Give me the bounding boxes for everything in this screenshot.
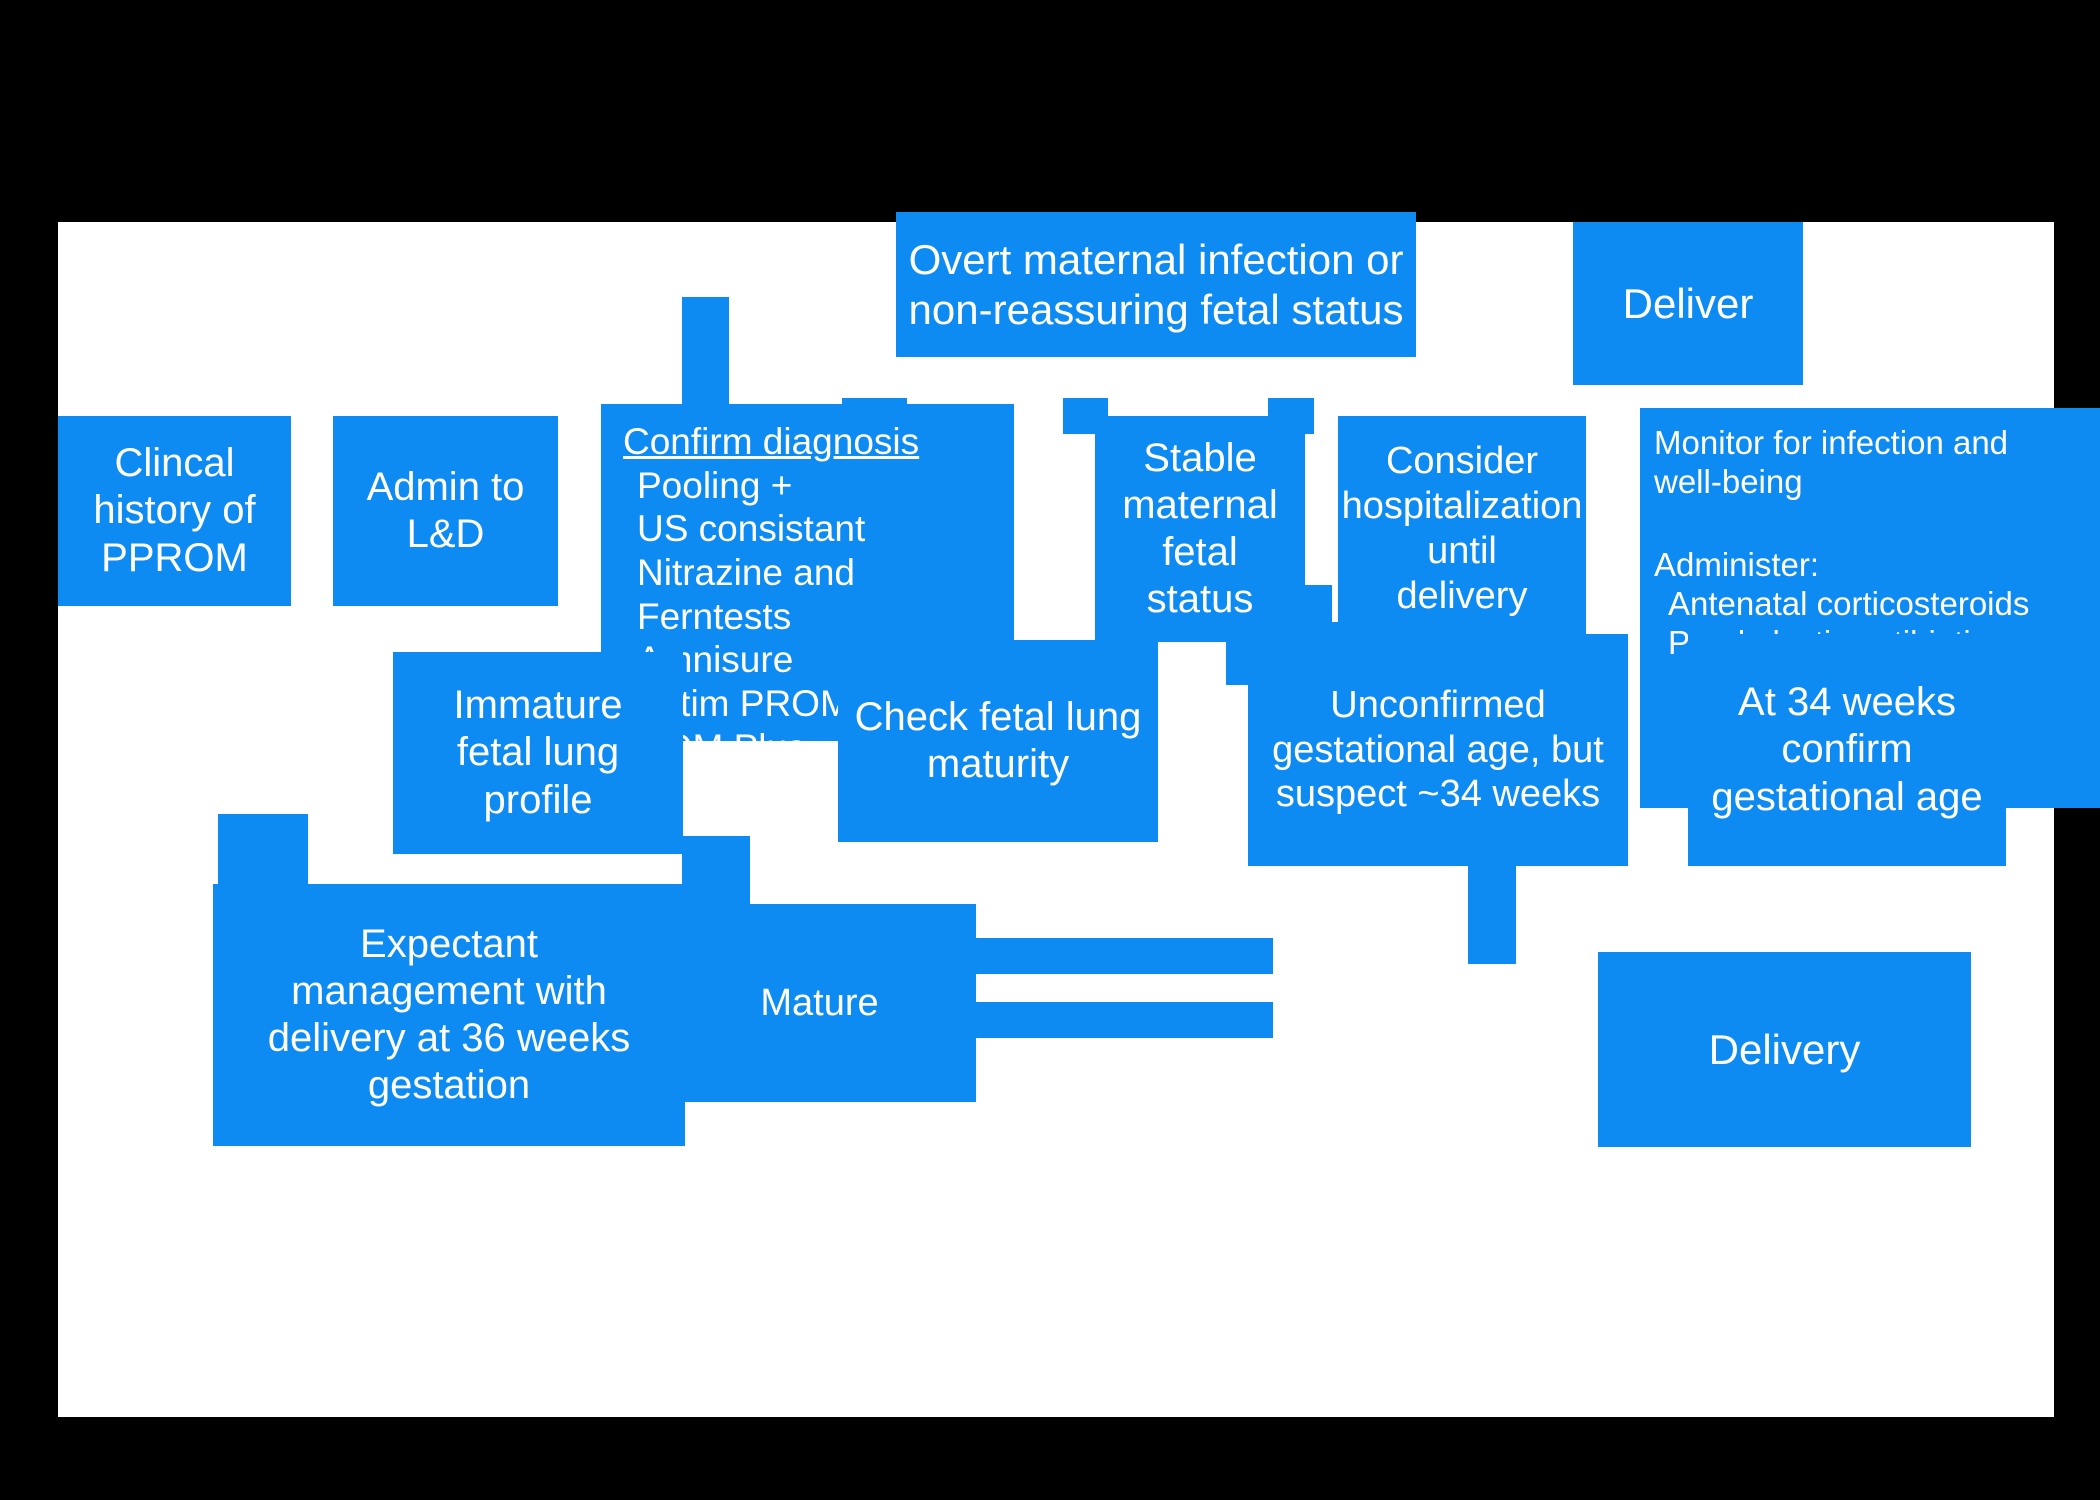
node-clinical-history[interactable]: Clincal history of PPROM	[58, 416, 291, 606]
node-mature[interactable]: Mature	[663, 904, 976, 1102]
node-admin-ld[interactable]: Admin to L&D	[333, 416, 558, 606]
node-expectant-management[interactable]: Expectant management with delivery at 36…	[213, 884, 685, 1146]
node-deliver-label: Deliver	[1622, 279, 1754, 327]
confirm-diagnosis-heading: Confirm diagnosis	[623, 421, 920, 462]
node-stable-status[interactable]: Stable maternal fetal status	[1095, 416, 1305, 642]
node-delivery[interactable]: Delivery	[1598, 952, 1971, 1147]
connector-immature-to-expectant	[218, 814, 308, 886]
node-unconfirmed-ga[interactable]: Unconfirmed gestational age, but suspect…	[1248, 634, 1628, 866]
node-at-34-weeks-label: At 34 weeks confirm gestational age	[1711, 680, 1983, 819]
node-check-flm[interactable]: Check fetal lung maturity	[838, 640, 1158, 842]
node-clinical-history-label: Clincal history of PPROM	[93, 441, 256, 580]
node-mature-label: Mature	[760, 981, 879, 1024]
node-expectant-management-label: Expectant management with delivery at 36…	[267, 921, 631, 1108]
monitor-line-1: Monitor for infection and	[1654, 424, 2009, 461]
confirm-item-1: US consistant	[637, 508, 866, 550]
node-admin-ld-label: Admin to L&D	[366, 464, 525, 556]
node-check-flm-label: Check fetal lung maturity	[854, 694, 1142, 786]
node-overt-infection-label: Overt maternal infection or non-reassuri…	[908, 235, 1404, 333]
monitor-line-2: well-being	[1654, 462, 1803, 500]
node-consider-hospitalization[interactable]: Consider hospitalization until delivery	[1338, 416, 1586, 642]
node-immature-profile[interactable]: Immature fetal lung profile	[393, 652, 683, 854]
confirm-item-0: Pooling +	[637, 464, 793, 506]
monitor-spacer	[1654, 502, 2029, 546]
administer-heading: Administer:	[1654, 545, 1820, 583]
node-delivery-label: Delivery	[1708, 1025, 1861, 1073]
confirm-item-2: Nitrazine and Ferntests	[637, 551, 856, 637]
node-at-34-weeks[interactable]: At 34 weeks confirm gestational age	[1688, 634, 2006, 866]
node-consider-hospitalization-label: Consider hospitalization until delivery	[1341, 440, 1583, 617]
node-overt-infection[interactable]: Overt maternal infection or non-reassuri…	[896, 212, 1416, 357]
connector-checkflm-to-mature	[682, 836, 750, 916]
node-unconfirmed-ga-label: Unconfirmed gestational age, but suspect…	[1272, 683, 1604, 816]
node-monitor-administer-content: Monitor for infection and well-being Adm…	[1654, 424, 2029, 663]
node-deliver[interactable]: Deliver	[1573, 222, 1803, 385]
connector-confirm-to-overt-riser	[682, 297, 729, 407]
node-stable-status-label: Stable maternal fetal status	[1122, 435, 1278, 622]
administer-item-0: Antenatal corticosteroids	[1668, 584, 2030, 622]
flowchart-canvas: Clincal history of PPROM Admin to L&D Co…	[58, 212, 2100, 1417]
node-confirm-diagnosis-content: Confirm diagnosis Pooling + US consistan…	[623, 420, 1014, 769]
node-immature-profile-label: Immature fetal lung profile	[453, 683, 623, 822]
